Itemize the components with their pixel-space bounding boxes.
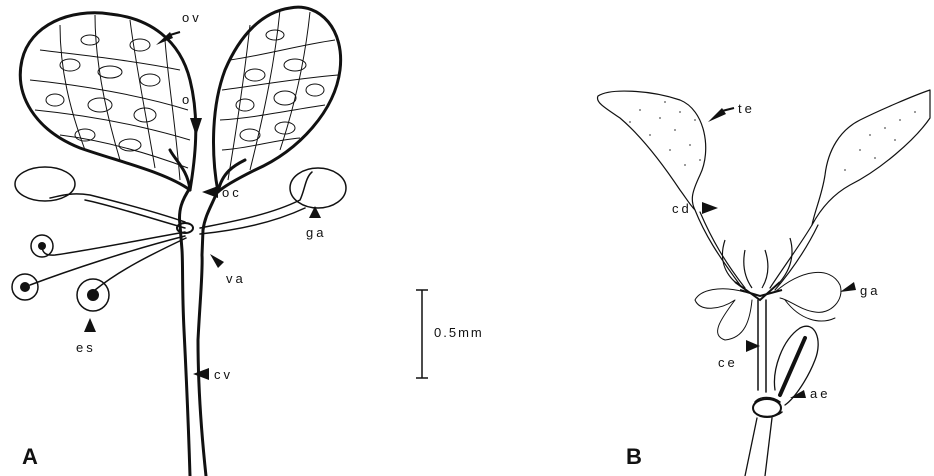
panel-letter-a: A — [22, 444, 38, 469]
spermathecae — [12, 232, 186, 311]
label-cv: cv — [214, 367, 233, 382]
label-va: va — [226, 271, 246, 286]
label-ga-b: ga — [860, 283, 880, 298]
label-ae: ae — [810, 386, 830, 401]
label-ol: ol — [182, 92, 198, 107]
panel-letter-b: B — [626, 444, 642, 469]
accessory-gland-cluster — [722, 238, 791, 300]
label-ga-a: ga — [306, 225, 326, 240]
side-lobe-left — [695, 289, 752, 340]
panel-b-annotations: te cd ga ce ae B — [626, 101, 880, 469]
scale-bar-label: 0.5mm — [434, 325, 484, 340]
aedeagus — [745, 326, 818, 476]
left-testis — [597, 91, 705, 210]
label-ov: ov — [182, 10, 202, 25]
label-cd: cd — [672, 201, 692, 216]
label-ce: ce — [718, 355, 738, 370]
label-oc: oc — [222, 185, 242, 200]
right-ovary — [214, 7, 341, 192]
label-te: te — [738, 101, 755, 116]
side-lobe-right — [775, 272, 841, 321]
panel-a-drawing — [12, 7, 346, 476]
accessory-gland-left — [15, 167, 185, 228]
scale-bar: 0.5mm — [416, 290, 484, 378]
right-testis — [812, 90, 930, 225]
ducts — [695, 210, 818, 290]
label-es: es — [76, 340, 96, 355]
common-oviduct — [179, 188, 218, 476]
